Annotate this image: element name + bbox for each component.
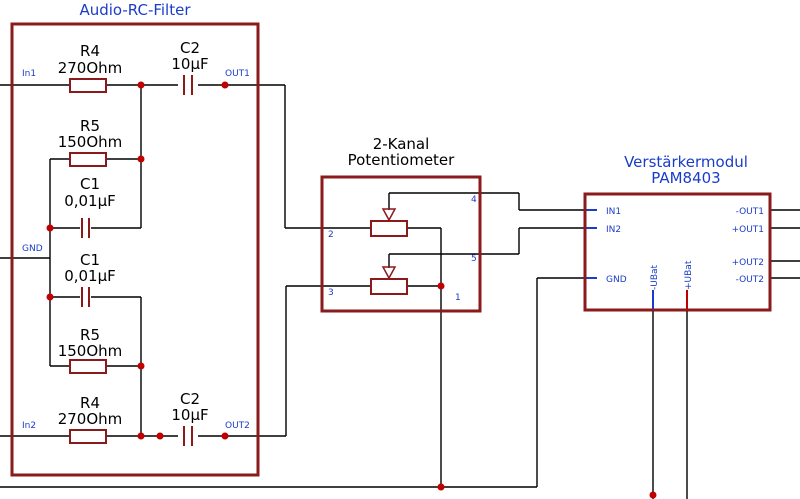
c1-bot-name: C1 [80, 251, 100, 269]
c1-top-name: C1 [80, 175, 100, 193]
amp-ubat-minus-label: -UBat [650, 264, 660, 290]
filter-gnd-label: GND [22, 244, 43, 254]
amp-in2-label: IN2 [606, 225, 621, 235]
pot-pin4-label: 4 [471, 195, 477, 205]
pot-pin3-label: 3 [328, 288, 334, 298]
potentiometer-box [320, 175, 482, 313]
r5-bot-resistor [69, 359, 107, 374]
amp-in1-label: IN1 [606, 207, 621, 217]
amp-gnd-label: GND [606, 275, 627, 285]
r5-bot-name: R5 [80, 326, 100, 344]
potentiometer-1 [370, 208, 408, 237]
c1-bot-capacitor [81, 287, 90, 307]
amp-title-line1: Verstärkermodul [624, 153, 748, 171]
amp-out2-plus-label: +OUT2 [732, 258, 764, 268]
filter-in2-label: In2 [22, 421, 36, 431]
r5-top-value: 150Ohm [58, 133, 123, 151]
pot-pin2-label: 2 [328, 230, 334, 240]
potentiometer-2 [370, 266, 408, 295]
r5-bot-value: 150Ohm [58, 342, 123, 360]
r4-bot-value: 270Ohm [58, 410, 123, 428]
c2-bot-value: 10µF [171, 406, 208, 424]
filter-out2-label: OUT2 [225, 421, 250, 431]
r4-bot-name: R4 [80, 394, 100, 412]
r4-bot-resistor [69, 429, 107, 444]
amp-title-line2: PAM8403 [651, 169, 720, 187]
filter-box [10, 22, 260, 477]
c2-top-capacitor [183, 75, 193, 95]
amp-ubat-plus-label: +UBat [684, 260, 694, 290]
pot-title-line1: 2-Kanal [373, 135, 430, 153]
r5-top-resistor [69, 152, 107, 167]
c2-top-name: C2 [180, 39, 200, 57]
c1-top-capacitor [81, 218, 90, 238]
amp-out1-minus-label: -OUT1 [736, 207, 764, 217]
c2-top-value: 10µF [171, 55, 208, 73]
r4-top-resistor [69, 78, 107, 93]
c1-top-value: 0,01µF [64, 192, 116, 210]
r4-top-name: R4 [80, 42, 100, 60]
r4-top-value: 270Ohm [58, 59, 123, 77]
pot-pin5-label: 5 [471, 254, 477, 264]
c2-bot-capacitor [183, 426, 193, 446]
filter-title: Audio-RC-Filter [79, 1, 191, 19]
amplifier-box [583, 192, 772, 312]
r5-top-name: R5 [80, 117, 100, 135]
pot-title-line2: Potentiometer [348, 151, 455, 169]
junction-dots [46, 81, 657, 499]
c1-bot-value: 0,01µF [64, 267, 116, 285]
wires [0, 84, 800, 499]
filter-out1-label: OUT1 [225, 69, 250, 79]
c2-bot-name: C2 [180, 390, 200, 408]
filter-in1-label: In1 [22, 69, 36, 79]
amp-out2-minus-label: -OUT2 [736, 275, 764, 285]
amp-out1-plus-label: +OUT1 [732, 225, 764, 235]
pot-pin1-label: 1 [455, 293, 461, 303]
